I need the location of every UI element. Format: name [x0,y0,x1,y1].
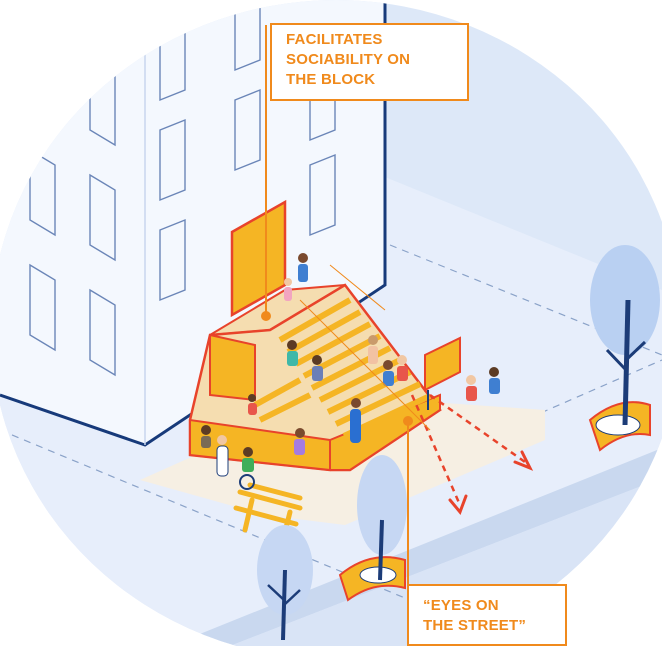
callout-sociability: FACILITATES SOCIABILITY ON THE BLOCK [270,23,469,101]
person [284,278,292,301]
person [216,435,229,477]
person [248,394,257,415]
tree-left [257,525,313,641]
tree-right [588,245,660,452]
callout-dot-bottom [403,416,413,426]
tree-center [338,455,407,602]
sign-panel [424,336,461,410]
callout-line: FACILITATES [286,31,383,48]
person [312,355,323,381]
person [239,447,255,490]
arrow-heads [448,450,534,515]
person [201,425,211,448]
sight-lines [299,264,431,431]
person [287,340,298,366]
person [368,335,378,364]
person [350,398,361,443]
people [201,253,500,490]
person [489,367,500,394]
person [397,355,408,381]
person [383,360,394,386]
person [294,428,305,455]
person [466,375,477,401]
callout-line: SOCIABILITY ON [286,51,411,68]
callout-eyes-on-street: “EYES ON THE STREET” [407,584,567,646]
callout-line: THE STREET” [423,617,527,634]
sightline-arrows [410,393,526,506]
person [298,253,308,282]
callout-dot-top [261,311,271,321]
callout-line: THE BLOCK [286,71,376,88]
callout-line: “EYES ON [423,597,499,614]
